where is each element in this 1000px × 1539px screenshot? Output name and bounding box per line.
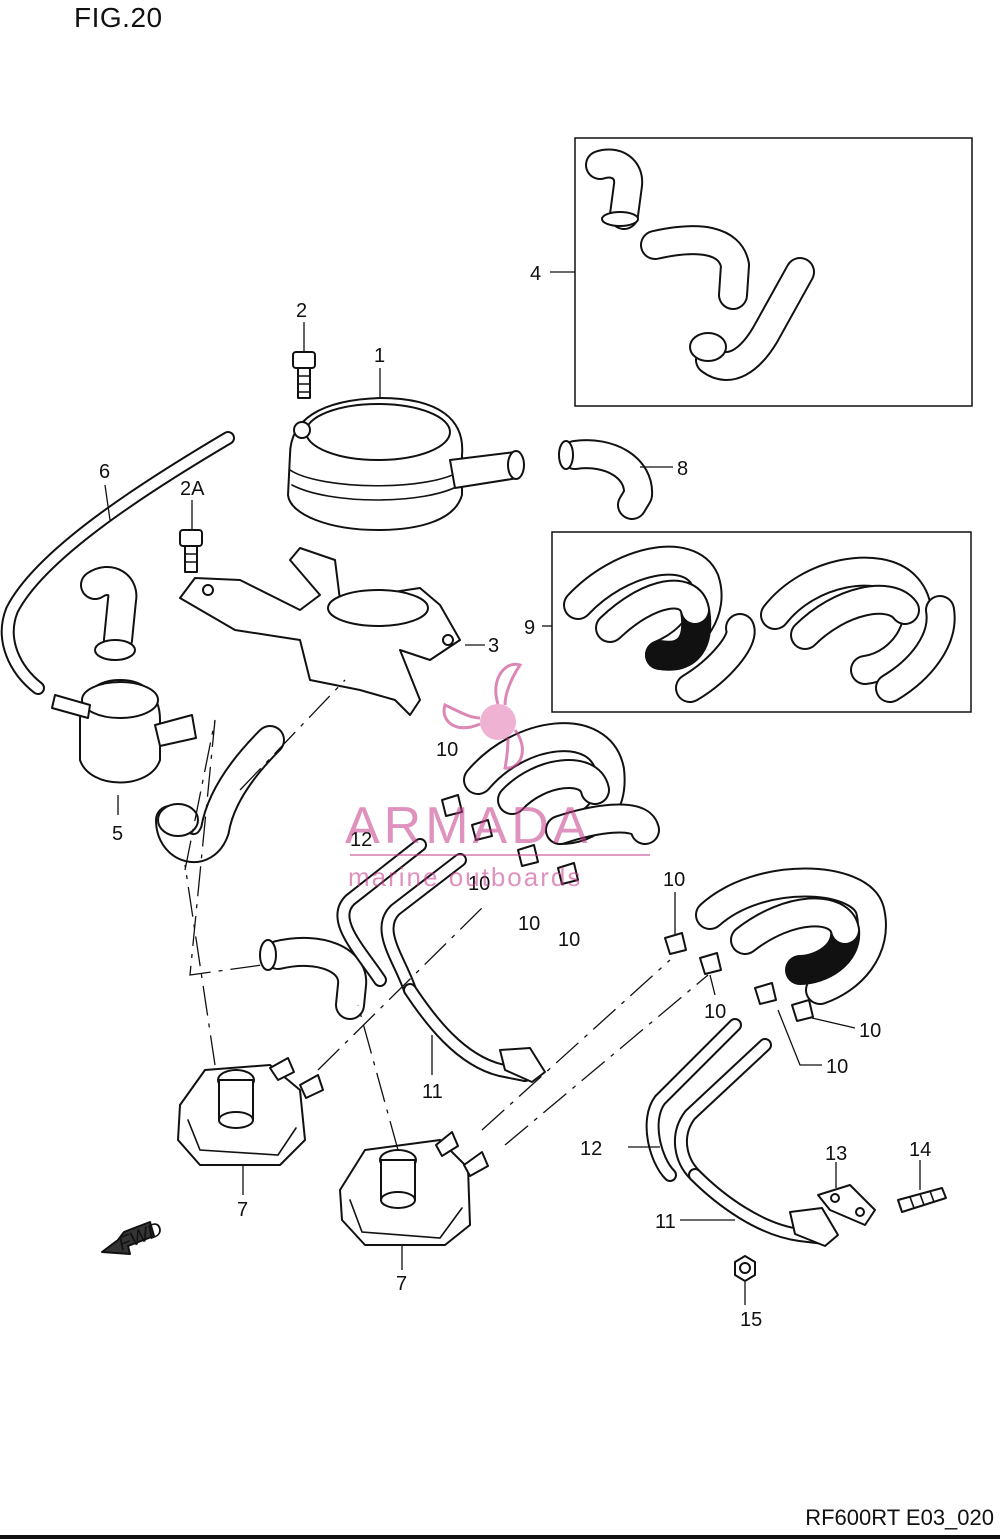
- part-13-gasket: [817, 1184, 876, 1226]
- callout-13: 13: [825, 1143, 847, 1165]
- fwd-label: FWD: [115, 1218, 165, 1255]
- callout-7-left: 7: [237, 1199, 248, 1221]
- part-7-pump-right: [339, 1131, 489, 1246]
- watermark-logo: [442, 662, 524, 770]
- callout-6: 6: [99, 461, 110, 483]
- callout-10-f: 10: [704, 1001, 726, 1023]
- callout-10-a: 10: [436, 739, 458, 761]
- callout-11-left: 11: [422, 1081, 443, 1103]
- callout-2: 2: [296, 300, 307, 322]
- callout-12-right: 12: [580, 1138, 602, 1160]
- callout-10-c: 10: [518, 913, 540, 935]
- callout-5: 5: [112, 823, 123, 845]
- callout-9: 9: [524, 617, 535, 639]
- bottom-rule: [0, 1535, 1000, 1539]
- part-10-clips: [441, 794, 814, 1022]
- leader-lines: [104, 271, 921, 1305]
- callout-1: 1: [374, 345, 385, 367]
- part-2a-bolt: [179, 529, 203, 573]
- callout-10-b: 10: [468, 873, 490, 895]
- callout-12-left: 12: [350, 829, 372, 851]
- part-15-nut: [734, 1255, 756, 1282]
- part-1-air-chamber: [287, 397, 525, 531]
- figure-title: FIG.20: [74, 2, 163, 33]
- fwd-arrow: [101, 1221, 155, 1255]
- part-9-hoses: [563, 545, 956, 703]
- callout-7-right: 7: [396, 1273, 407, 1295]
- watermark-brand: ARMADA: [345, 797, 591, 855]
- part-3-bracket: [179, 547, 461, 716]
- part-7-pump-left: [177, 1057, 324, 1166]
- part-9-kit-box: [551, 531, 972, 713]
- part-8-hose: [558, 439, 653, 520]
- part-11-pipe-right: [688, 1168, 839, 1247]
- part-11-pipe-left: [403, 983, 546, 1083]
- part-6-hose: [0, 431, 235, 695]
- callout-2a: 2A: [180, 478, 205, 500]
- callout-11-right: 11: [655, 1211, 676, 1233]
- callout-10-h: 10: [826, 1056, 848, 1078]
- assembly-lines: [184, 679, 709, 1151]
- part-5-valve: [51, 566, 285, 864]
- figure-code: RF600RT E03_020: [805, 1505, 994, 1530]
- callout-10-d: 10: [558, 929, 580, 951]
- central-hoses: [259, 722, 660, 1020]
- callout-14: 14: [909, 1139, 931, 1161]
- part-2-bolt: [292, 351, 316, 399]
- part-14-stud: [897, 1187, 947, 1213]
- right-hoses: [695, 867, 887, 1005]
- callout-10-g: 10: [859, 1020, 881, 1042]
- part-4-hoses: [585, 148, 815, 381]
- part-12-pipes-left: [336, 838, 467, 997]
- callout-4: 4: [530, 263, 541, 285]
- callout-15: 15: [740, 1309, 762, 1331]
- callout-10-e: 10: [663, 869, 685, 891]
- watermark-tagline: marine outboards: [348, 862, 582, 892]
- callout-8: 8: [677, 458, 688, 480]
- callout-3: 3: [488, 635, 499, 657]
- part-12-pipes-right: [645, 1018, 772, 1182]
